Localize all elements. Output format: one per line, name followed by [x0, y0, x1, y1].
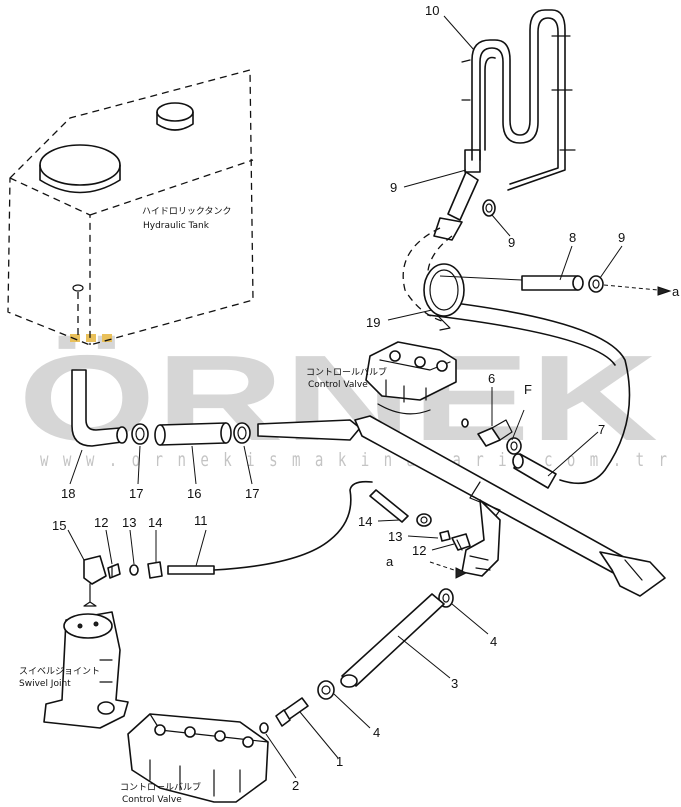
swivel-label-jp: スイベルジョイント — [19, 667, 100, 677]
callout-16: 16 — [187, 486, 201, 501]
watermark: ÖRNEK w w w . o r n e k i s m a k i n a … — [18, 330, 670, 471]
control-valve-lower — [127, 713, 269, 803]
control-valve-lower-label-jp: コントロールバルブ — [120, 781, 201, 793]
callout-12: 12 — [412, 543, 426, 558]
callout-14: 14 — [358, 514, 372, 529]
callout-13: 13 — [388, 529, 402, 544]
callout-3: 3 — [451, 676, 458, 691]
callout-4: 4 — [490, 634, 497, 649]
lower-hose-group — [259, 588, 454, 734]
control-valve-upper-label-jp: コントロールバルブ — [306, 366, 387, 378]
callout-9: 9 — [508, 235, 515, 250]
hydraulic-tank — [7, 69, 254, 346]
control-valve-upper — [365, 341, 457, 415]
callout-7: 7 — [598, 422, 605, 437]
callout-6: 6 — [488, 371, 495, 386]
callout-17: 17 — [245, 486, 259, 501]
adapter-group-right — [369, 489, 471, 579]
swivel-label-en: Swivel Joint — [19, 679, 71, 689]
hose-8-assembly — [439, 275, 672, 296]
callout-18: 18 — [61, 486, 75, 501]
watermark-logo: ÖRNEK — [18, 330, 658, 466]
callout-2: 2 — [292, 778, 299, 793]
callout-19: 19 — [366, 315, 380, 330]
callout-1: 1 — [336, 754, 343, 769]
callout-17: 17 — [129, 486, 143, 501]
swivel-joint-group — [43, 480, 373, 729]
arrow-a-label-right: a — [672, 284, 680, 299]
leader-lines — [67, 15, 623, 779]
letter-f: F — [524, 382, 532, 397]
tank-label-en: Hydraulic Tank — [143, 221, 210, 231]
callout-8: 8 — [569, 230, 576, 245]
main-return-pipe — [257, 415, 666, 597]
callout-9: 9 — [618, 230, 625, 245]
callout-12: 12 — [94, 515, 108, 530]
tank-outlet-hoses — [71, 369, 251, 447]
watermark-accent — [102, 334, 112, 342]
watermark-accent — [70, 334, 80, 342]
control-valve-upper-label-en: Control Valve — [308, 380, 368, 390]
callout-14: 14 — [148, 515, 162, 530]
cooler-hoses — [402, 171, 631, 485]
clamp-9-upper — [482, 199, 496, 217]
tank-label-jp: ハイドロリックタンク — [142, 206, 231, 217]
callout-numbers: 10 9 9 8 9 19 6 7 18 17 16 17 15 12 13 1… — [52, 3, 625, 793]
callout-13: 13 — [122, 515, 136, 530]
fitting-6-group — [461, 418, 557, 489]
callout-9: 9 — [390, 180, 397, 195]
control-valve-lower-label-en: Control Valve — [122, 795, 182, 805]
arrow-a-label-left: a — [386, 554, 394, 569]
watermark-site: w w w . o r n e k i s m a k i n a l a r … — [40, 449, 670, 471]
callout-15: 15 — [52, 518, 66, 533]
part-labels: ハイドロリックタンク Hydraulic Tank コントロールバルブ Cont… — [19, 206, 680, 805]
watermark-accent — [86, 334, 96, 342]
oil-cooler — [461, 9, 576, 191]
callout-11: 11 — [194, 513, 208, 528]
callout-10: 10 — [425, 3, 439, 18]
callout-4: 4 — [373, 725, 380, 740]
